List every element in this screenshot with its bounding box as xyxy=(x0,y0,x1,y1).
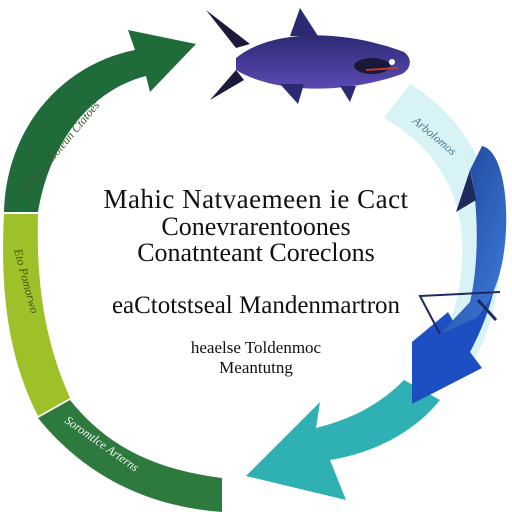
center-title-line-2: Conevrarentoones xyxy=(161,212,351,241)
tuna-fish-icon xyxy=(206,8,410,104)
cycle-arrow-top-left xyxy=(4,30,196,212)
cycle-arrow-bottom xyxy=(38,400,222,512)
center-subtitle: eaCtotstseal Mandenmartron xyxy=(111,292,401,319)
center-title-line-3: Conatnteant Coreclons xyxy=(137,238,375,267)
marlin-fish-icon xyxy=(418,146,507,335)
center-title-line-1: Mahic Natvaemeen ie Cact xyxy=(103,184,409,214)
cycle-arrow-blue xyxy=(412,238,500,404)
center-caption-line-1: heaelse Toldenmoc xyxy=(190,338,322,357)
cycle-arrow-teal xyxy=(246,380,440,500)
center-caption-line-2: Meantutng xyxy=(219,358,293,377)
cycle-arrow-left xyxy=(3,214,70,416)
